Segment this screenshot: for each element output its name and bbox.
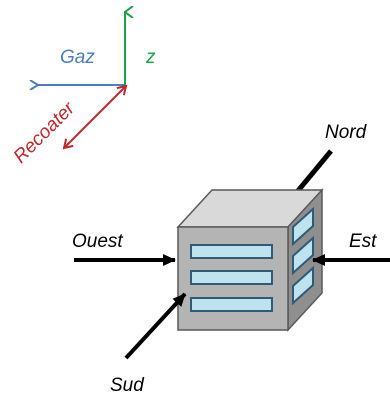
sud-label: Sud [110, 375, 145, 394]
side-slot-1 [292, 206, 314, 247]
axis-triad: Gaz z Recoater [10, 12, 156, 168]
front-slot-3 [190, 297, 273, 312]
gaz-label: Gaz [60, 47, 95, 68]
front-slot-1 [190, 244, 273, 259]
est-label: Est [349, 231, 377, 252]
recoater-axis-arrow [62, 84, 128, 150]
side-slot-3 [292, 265, 314, 306]
nord-line [295, 149, 333, 194]
front-slot-2 [190, 270, 273, 285]
nord-label: Nord [325, 122, 368, 143]
z-label: z [145, 47, 156, 68]
build-block [176, 188, 324, 332]
ouest-label: Ouest [72, 231, 123, 252]
recoater-label: Recoater [10, 98, 80, 168]
sud-arrow [124, 292, 187, 360]
